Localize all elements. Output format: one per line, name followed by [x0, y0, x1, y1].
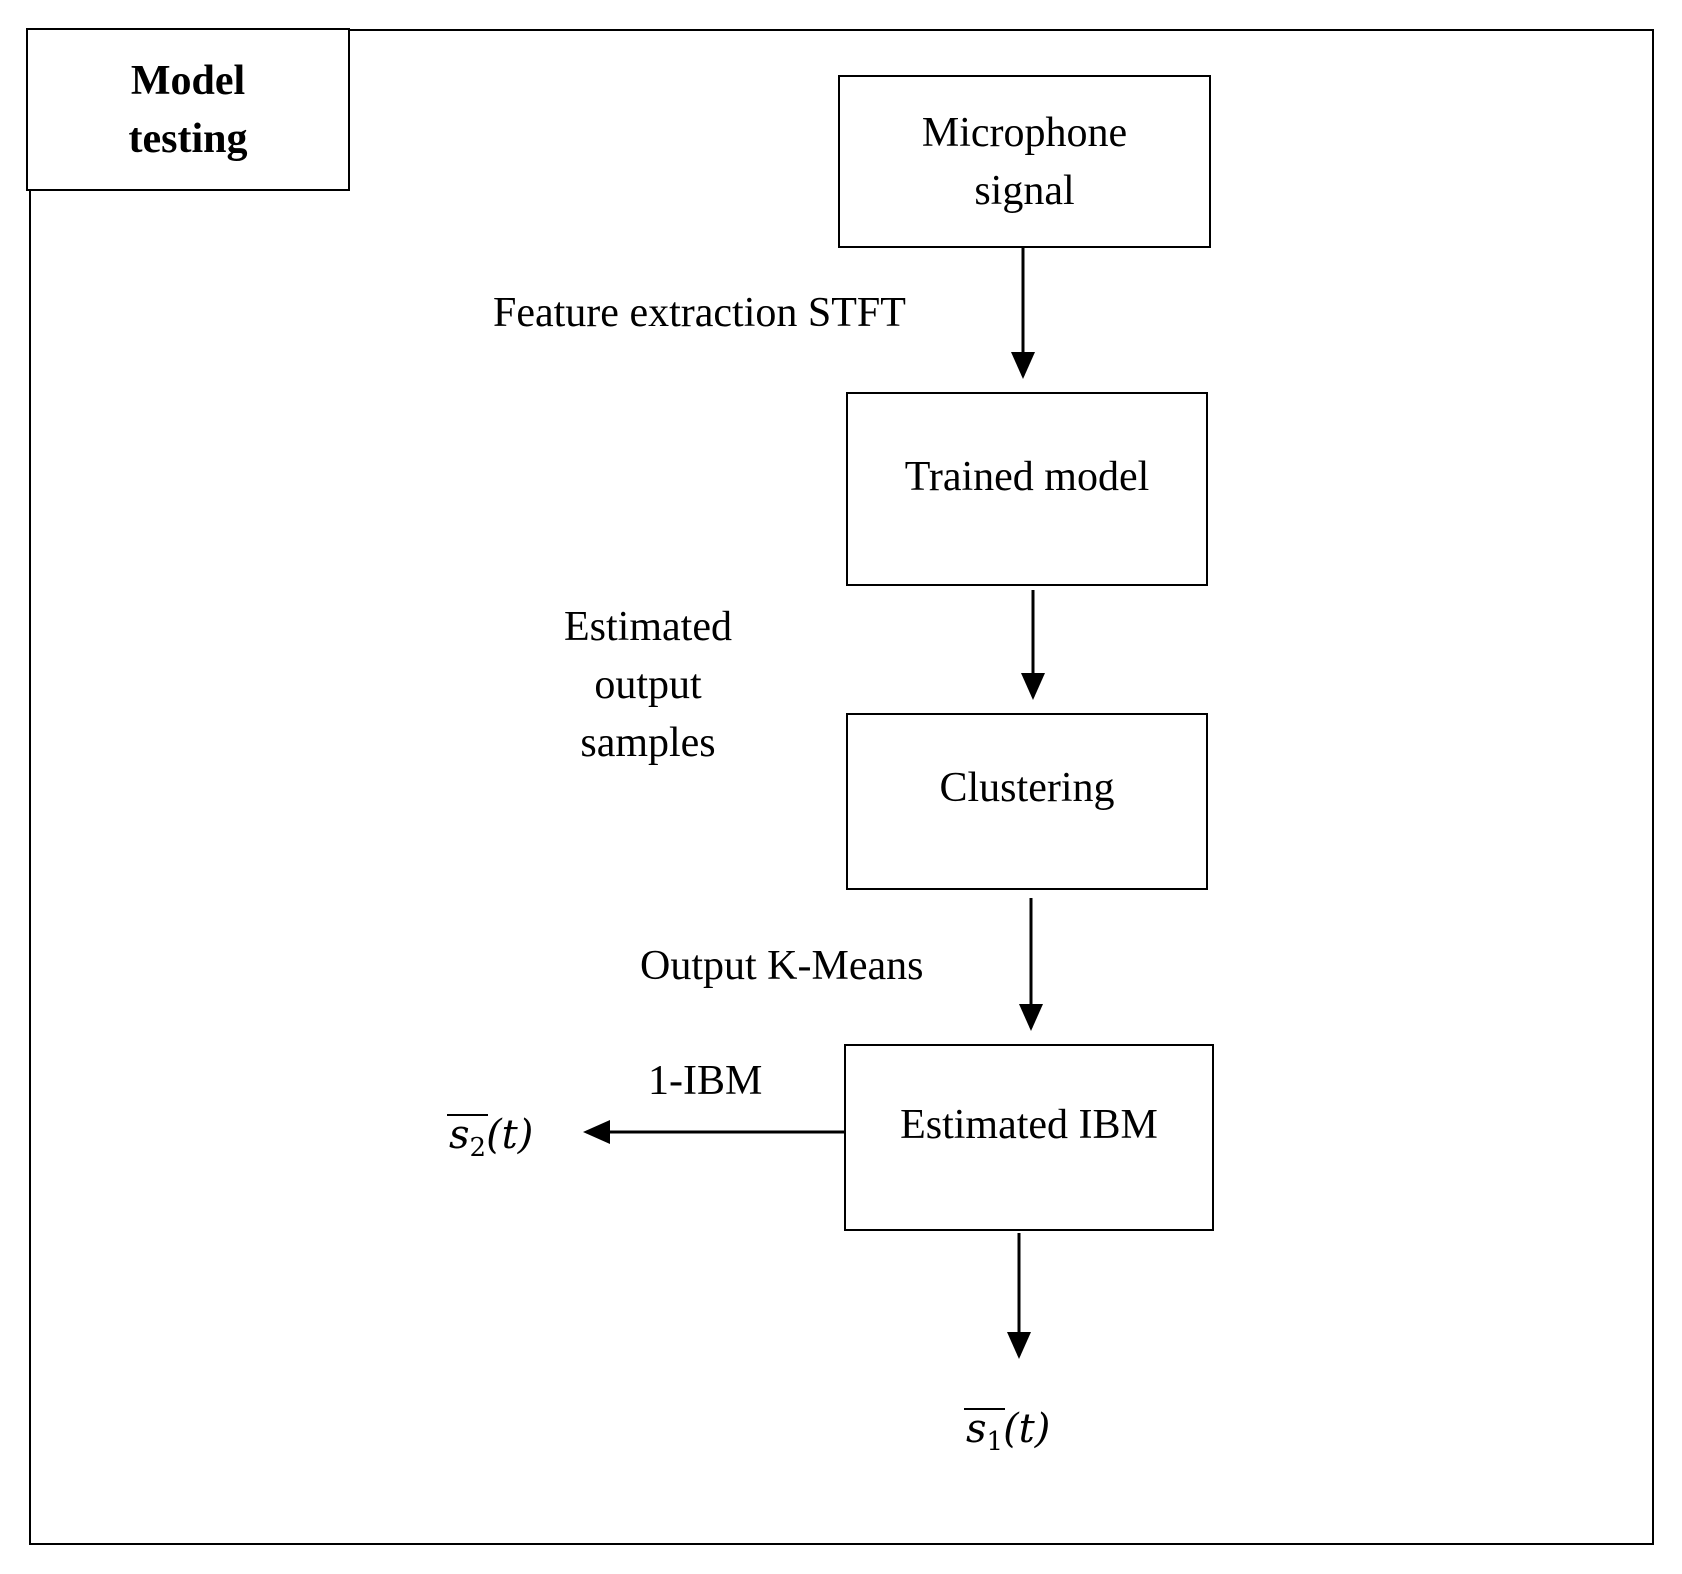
s2-subscript: 2 — [469, 1133, 487, 1163]
clustering-node: Clustering — [846, 713, 1208, 890]
one-minus-ibm-label: 1-IBM — [648, 1058, 763, 1104]
estimated-output-label: Estimated output samples — [538, 598, 758, 772]
microphone-line-1: Microphone — [921, 109, 1128, 156]
title-line-2: testing — [128, 115, 248, 162]
trained-model-label: Trained model — [904, 454, 1150, 500]
estimated-output-line-1: Estimated — [564, 604, 732, 650]
microphone-line-2: signal — [974, 167, 1075, 214]
diagram-frame — [29, 29, 1654, 1545]
s1-arg: (t) — [1003, 1406, 1051, 1452]
estimated-output-line-2: output — [594, 662, 702, 708]
feature-extraction-label: Feature extraction STFT — [493, 290, 906, 336]
s2-arg: (t) — [486, 1112, 534, 1158]
trained-model-node: Trained model — [846, 392, 1208, 586]
s1-hat-output: s1(t) — [963, 1404, 1051, 1467]
output-kmeans-label: Output K-Means — [640, 943, 924, 989]
diagram-title-box: Model testing — [26, 28, 350, 191]
estimated-output-line-3: samples — [580, 720, 716, 766]
microphone-signal-node: Microphone signal — [838, 75, 1211, 248]
s1-subscript: 1 — [986, 1427, 1004, 1457]
estimated-ibm-label: Estimated IBM — [900, 1102, 1158, 1148]
s2-hat-output: s2(t) — [446, 1110, 534, 1173]
clustering-label: Clustering — [939, 765, 1115, 811]
estimated-ibm-node: Estimated IBM — [844, 1044, 1214, 1231]
title-line-1: Model — [130, 57, 246, 104]
